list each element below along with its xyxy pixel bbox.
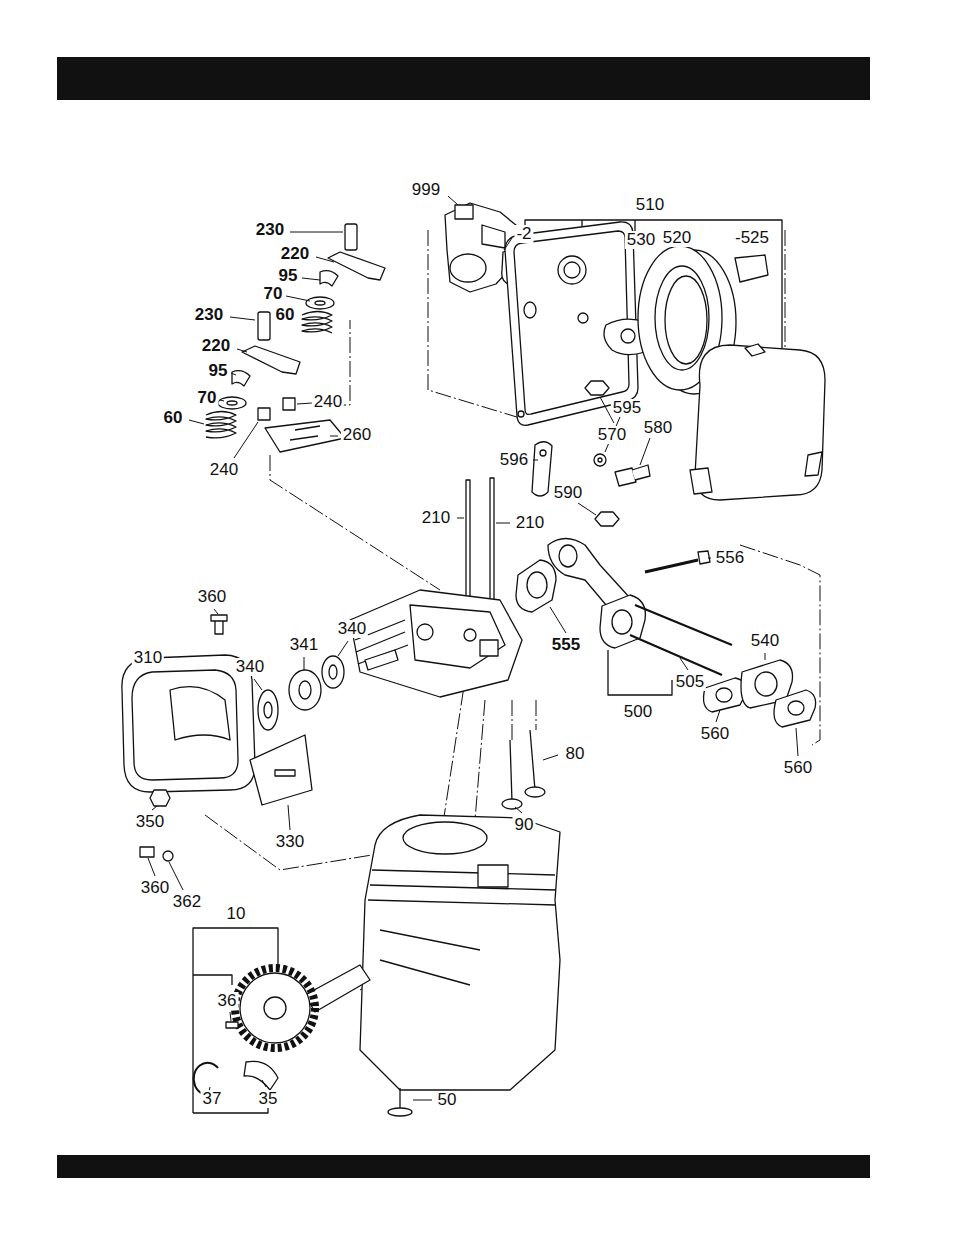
callout-number: 362 xyxy=(171,893,203,911)
callout-number: 580 xyxy=(642,419,674,437)
callout-number: 36 xyxy=(216,992,239,1010)
callout-number: 310 xyxy=(132,649,164,667)
callout-number: 520 xyxy=(661,229,693,247)
callout-number: 555 xyxy=(550,636,582,654)
callout-number: 210 xyxy=(514,514,546,532)
callout-number: 560 xyxy=(699,725,731,743)
callout-number: 340 xyxy=(234,658,266,676)
callout-number: -525 xyxy=(733,229,771,247)
callout-number: 360 xyxy=(196,588,228,606)
callout-number: 240 xyxy=(312,393,344,411)
callout-number: 350 xyxy=(134,813,166,831)
callout-number: 37 xyxy=(201,1090,224,1108)
callout-number: 50 xyxy=(436,1091,459,1109)
callout-number: 80 xyxy=(564,745,587,763)
callout-number: 10 xyxy=(225,905,248,923)
callout-number: 999 xyxy=(410,181,442,199)
callout-number: 70 xyxy=(196,389,219,407)
callout-number: 340 xyxy=(336,620,368,638)
callout-number: 60 xyxy=(162,409,185,427)
callout-number: 510 xyxy=(634,196,666,214)
callout-number: 230 xyxy=(193,306,225,324)
callout-number: 500 xyxy=(622,703,654,721)
callout-number: 595 xyxy=(611,399,643,417)
callout-number: 590 xyxy=(552,484,584,502)
callout-number: 530 xyxy=(625,231,657,249)
callout-number: 505 xyxy=(674,673,706,691)
callout-number: 95 xyxy=(207,362,230,380)
callout-number: 240 xyxy=(208,461,240,479)
callout-number: 95 xyxy=(277,267,300,285)
callout-number: 570 xyxy=(596,426,628,444)
callout-number: 220 xyxy=(279,245,311,263)
callout-number: 35 xyxy=(257,1090,280,1108)
callout-number: 230 xyxy=(254,221,286,239)
callout-number: 260 xyxy=(341,426,373,444)
callout-number: 360 xyxy=(139,879,171,897)
callout-number: 596 xyxy=(498,451,530,469)
callout-number: 210 xyxy=(420,509,452,527)
callout-number: 540 xyxy=(749,632,781,650)
callout-number: 60 xyxy=(274,306,297,324)
callout-number: 560 xyxy=(782,759,814,777)
callout-number: 341 xyxy=(288,636,320,654)
callout-number: -2 xyxy=(514,225,533,243)
callout-number: 70 xyxy=(262,285,285,303)
callout-number: 220 xyxy=(200,337,232,355)
callout-number: 90 xyxy=(513,816,536,834)
callout-number: 556 xyxy=(714,549,746,567)
callout-number: 330 xyxy=(274,833,306,851)
